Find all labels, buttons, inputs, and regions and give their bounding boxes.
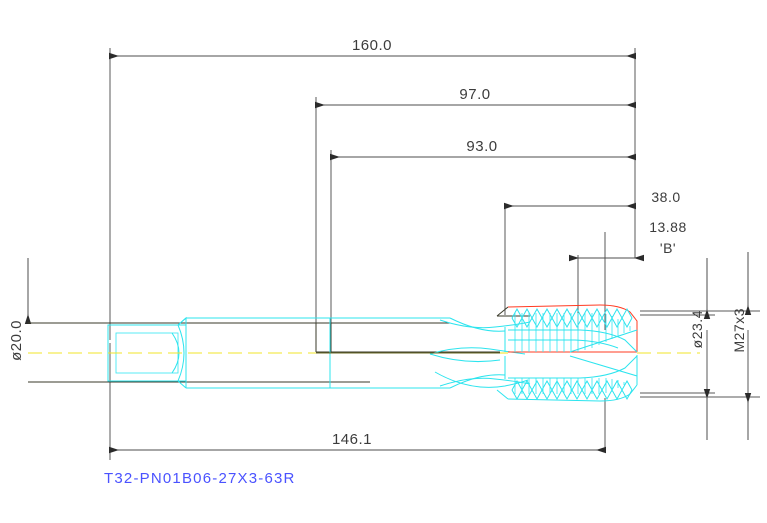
dimension-chamfer-note-label: 'B' xyxy=(660,240,676,256)
dimension-thread-spec-label: M27x3 xyxy=(731,308,747,353)
dimension-thread-start-to-tip: 93.0 xyxy=(330,138,636,161)
dimension-core-diameter-label: ø23.4 xyxy=(689,310,705,348)
tap-lead-taper xyxy=(569,329,638,377)
dimension-overall-length-label: 160.0 xyxy=(352,37,392,54)
dimension-shank-to-tip-label: 97.0 xyxy=(459,86,490,103)
dimension-thread-spec: M27x3 xyxy=(640,252,760,440)
dimension-chamfer-lead: 13.88 'B' xyxy=(569,219,687,262)
thread-profile-upper xyxy=(508,307,638,353)
thread-profile-lower xyxy=(508,355,638,401)
extension-lines xyxy=(109,48,749,460)
dimension-shank-to-tip: 97.0 xyxy=(315,86,636,109)
dimension-core-diameter: ø23.4 xyxy=(640,258,715,440)
tap-part-geometry xyxy=(28,304,700,402)
dimension-body-length: 146.1 xyxy=(109,431,606,454)
dimension-chamfer-lead-label: 13.88 xyxy=(649,219,687,235)
dimension-body-length-label: 146.1 xyxy=(332,431,372,448)
dimension-thread-length: 38.0 xyxy=(504,189,680,210)
dimension-shank-diameter-label: ø20.0 xyxy=(8,320,25,361)
dimension-overall-length: 160.0 xyxy=(109,37,636,60)
dimension-thread-length-label: 38.0 xyxy=(651,189,680,205)
dimension-shank-diameter: ø20.0 xyxy=(8,258,110,383)
dimension-thread-start-to-tip-label: 93.0 xyxy=(466,138,497,155)
part-number-label: T32-PN01B06-27X3-63R xyxy=(104,470,296,487)
